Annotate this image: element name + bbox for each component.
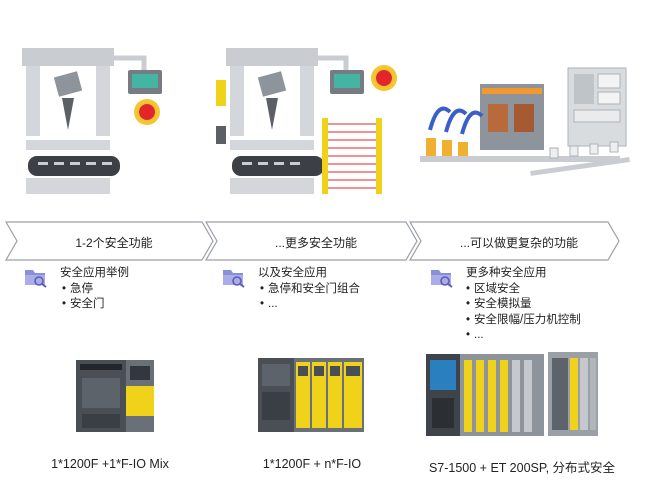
list-item: 急停 [62, 282, 129, 298]
caption-3: S7-1500 + ET 200SP, 分布式安全 [428, 461, 616, 475]
section-3: 更多种安全应用 区域安全 安全模拟量 安全限幅/压力机控制 ... [430, 266, 581, 344]
stage-arrow-label-1: 1-2个安全功能 [75, 236, 153, 250]
list-item: 安全门 [62, 297, 129, 313]
section-2: 以及安全应用 急停和安全门组合 ... [222, 266, 360, 313]
item-list: 急停 安全门 [62, 282, 129, 313]
machine-illustration-1 [22, 48, 162, 194]
section-title: 更多种安全应用 [466, 267, 547, 279]
folder-search-icon [223, 270, 245, 288]
list-item: 安全限幅/压力机控制 [466, 313, 581, 329]
list-item: ... [260, 297, 360, 313]
item-list: 区域安全 安全模拟量 安全限幅/压力机控制 ... [466, 282, 581, 344]
section-title: 以及安全应用 [258, 267, 327, 279]
item-list: 急停和安全门组合 ... [260, 282, 360, 313]
production-line-illustration-3 [420, 67, 630, 176]
stage-arrow-label-2: ...更多安全功能 [274, 236, 357, 250]
list-item: 安全模拟量 [466, 297, 581, 313]
section-title: 安全应用举例 [60, 267, 129, 279]
plc-hardware-2 [258, 358, 364, 432]
section-1: 安全应用举例 急停 安全门 [24, 266, 129, 313]
list-item: 急停和安全门组合 [260, 282, 360, 298]
plc-hardware-3 [426, 352, 598, 436]
plc-hardware-1 [76, 360, 154, 432]
folder-search-icon [431, 270, 453, 288]
folder-search-icon [25, 270, 47, 288]
caption-1: 1*1200F +1*F-IO Mix [51, 457, 169, 471]
list-item: ... [466, 328, 581, 344]
caption-2: 1*1200F + n*F-IO [262, 457, 362, 471]
machine-illustration-2 [216, 48, 397, 194]
stage-arrows [4, 221, 620, 261]
list-item: 区域安全 [466, 282, 581, 298]
stage-arrow-label-3: ...可以做更复杂的功能 [459, 236, 578, 250]
